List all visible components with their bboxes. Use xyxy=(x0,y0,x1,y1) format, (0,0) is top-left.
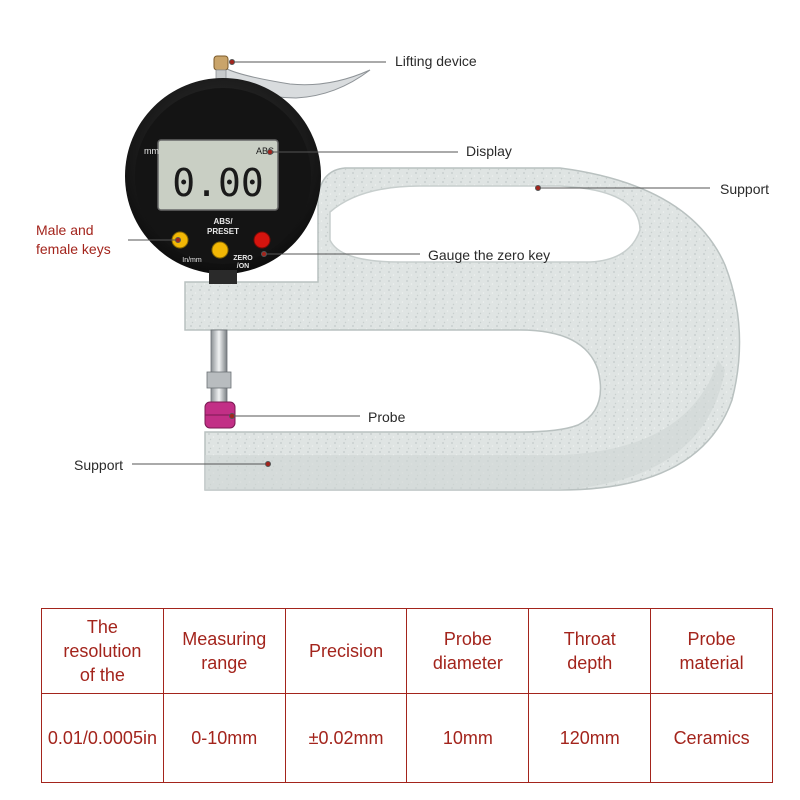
probe-rod xyxy=(210,329,228,403)
spec-header-cell: Precision xyxy=(284,608,408,694)
thickness-gauge-illustration: mm ABS 0.00 ABS/ PRESET In/mm ZERO /ON xyxy=(125,55,741,491)
callout-lifting-device: Lifting device xyxy=(395,53,477,69)
key-label-abs: ABS/ xyxy=(213,217,233,226)
lcd-reading: 0.00 xyxy=(172,161,264,205)
leader-dot-male-female xyxy=(175,237,181,243)
spec-value-range: 0-10mm xyxy=(162,693,286,783)
abs-preset-key[interactable] xyxy=(211,241,229,259)
callout-support-top: Support xyxy=(720,181,770,197)
key-label-preset: PRESET xyxy=(207,227,239,236)
gauge-stem xyxy=(209,270,237,284)
leader-dot-zero-key xyxy=(261,251,267,257)
leader-dot-probe xyxy=(229,413,235,419)
lcd-unit-right: ABS xyxy=(256,146,274,156)
spec-value-throat-depth: 120mm xyxy=(528,693,652,783)
spec-value-precision: ±0.02mm xyxy=(284,693,408,783)
leader-dot-lifting xyxy=(229,59,235,65)
zero-on-key[interactable] xyxy=(253,231,271,249)
probe-collar xyxy=(206,371,232,389)
key-label-zero: ZERO xyxy=(233,255,253,262)
lifting-knob xyxy=(213,55,229,71)
callout-zero-key: Gauge the zero key xyxy=(428,247,551,263)
callout-probe: Probe xyxy=(368,409,406,425)
key-label-on: /ON xyxy=(237,263,249,270)
leader-dot-support-bottom xyxy=(265,461,271,467)
spec-value-probe-material: Ceramics xyxy=(650,693,773,783)
spec-value-probe-diameter: 10mm xyxy=(406,693,530,783)
callout-support-bottom: Support xyxy=(74,457,124,473)
lcd-screen xyxy=(157,139,279,211)
leader-dot-display xyxy=(267,149,273,155)
spec-value-resolution: 0.01/0.0005in xyxy=(41,693,164,783)
lcd-unit-left: mm xyxy=(144,146,159,156)
callout-male-female-line1: Male and xyxy=(36,222,94,238)
leader-dot-support-top xyxy=(535,185,541,191)
frame-shadow xyxy=(205,360,725,490)
callout-display: Display xyxy=(466,143,512,159)
key-label-inmm: In/mm xyxy=(182,257,202,264)
callout-male-female-line2: female keys xyxy=(36,241,111,257)
frame-cutout xyxy=(329,185,641,263)
spec-value-row: 0.01/0.0005in 0-10mm ±0.02mm 10mm 120mm … xyxy=(41,693,773,783)
